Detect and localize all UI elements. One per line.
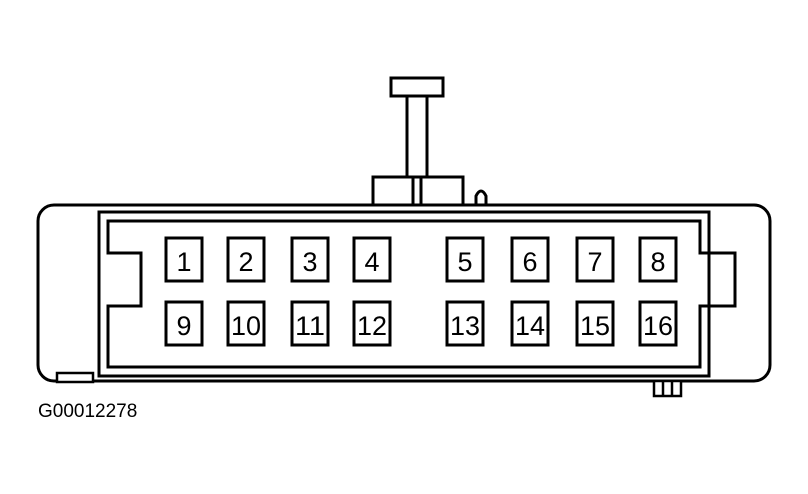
pin-number: 14 xyxy=(515,311,545,341)
pin-row-bottom: 9 10 11 12 13 14 15 16 xyxy=(164,300,678,347)
pin-number: 5 xyxy=(457,247,472,277)
pin-cavity: 14 xyxy=(510,300,550,347)
pin-cavity: 10 xyxy=(226,300,266,347)
pin-row-top: 1 2 3 4 5 6 7 8 xyxy=(164,236,678,283)
pin-cavity: 12 xyxy=(352,300,392,347)
pin-number: 12 xyxy=(357,311,387,341)
pin-number: 11 xyxy=(295,311,325,341)
pin-number: 3 xyxy=(302,247,317,277)
pin-cavity: 3 xyxy=(290,236,330,283)
housing-feet xyxy=(55,371,683,398)
pin-number: 2 xyxy=(238,247,253,277)
pin-cavity: 8 xyxy=(638,236,678,283)
pin-cavity: 13 xyxy=(445,300,485,347)
pin-number: 8 xyxy=(650,247,665,277)
latch xyxy=(369,76,488,220)
figure-id: G00012278 xyxy=(38,401,137,422)
pin-cavity: 7 xyxy=(575,236,615,283)
pin-cavity: 16 xyxy=(638,300,678,347)
pin-cavity: 5 xyxy=(445,236,485,283)
pin-cavity: 2 xyxy=(226,236,266,283)
pin-cavity: 15 xyxy=(575,300,615,347)
pin-cavity: 11 xyxy=(290,300,330,347)
pin-number: 16 xyxy=(643,311,673,341)
pin-number: 13 xyxy=(450,311,480,341)
pin-cavity: 4 xyxy=(352,236,392,283)
pin-number: 6 xyxy=(522,247,537,277)
pin-number: 4 xyxy=(364,247,379,277)
pin-cavity: 6 xyxy=(510,236,550,283)
pin-number: 9 xyxy=(176,311,191,341)
connector-housing xyxy=(36,203,772,383)
pin-number: 7 xyxy=(587,247,602,277)
pin-number: 15 xyxy=(580,311,610,341)
pin-cavity: 1 xyxy=(164,236,204,283)
pin-number: 10 xyxy=(231,311,261,341)
pin-number: 1 xyxy=(176,247,191,277)
pin-cavity: 9 xyxy=(164,300,204,347)
